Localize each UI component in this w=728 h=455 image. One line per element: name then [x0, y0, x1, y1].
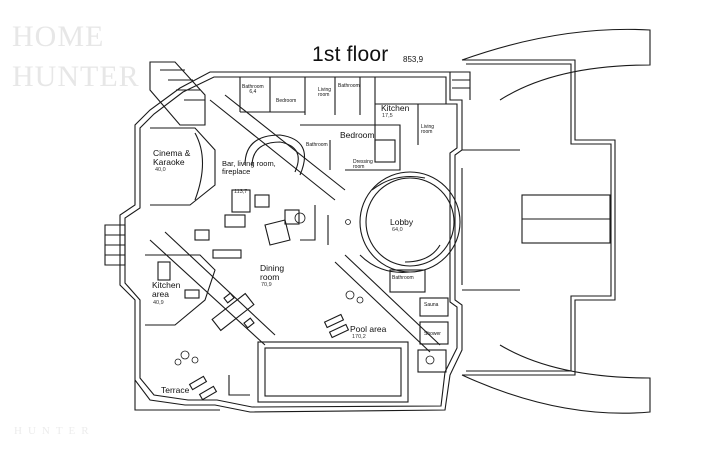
room-label-bathroom-top2: Bathroom: [338, 83, 360, 89]
room-label-bedroom-top: Bedroom: [276, 98, 297, 104]
balcony-bottom: [461, 344, 651, 414]
floor-title: 1st floor: [312, 43, 389, 66]
room-area-kitchen: 17,5: [382, 113, 393, 119]
room-label-living-right: Living room: [421, 124, 435, 135]
room-area-bar: 113,7: [234, 189, 248, 195]
room-area-cinema: 40,0: [155, 167, 166, 173]
room-label-bar: Bar, living room, fireplace: [222, 159, 276, 177]
inner-wall: [124, 76, 458, 408]
room-area-pool: 170,2: [352, 334, 366, 340]
room-label-lobby: Lobby: [390, 217, 414, 227]
right-wing-inner: [466, 63, 612, 372]
room-label-pool: Pool area: [350, 324, 387, 334]
dining-table: [211, 292, 255, 332]
room-label-dressing: Dressing room: [353, 159, 373, 170]
left-stair-2: [104, 224, 126, 266]
diag-wall-5: [344, 254, 441, 346]
room-label-kitchen-area: Kitchen area: [152, 280, 181, 300]
room-label-bathroom-low: Bathroom: [392, 275, 414, 281]
room-area-kitchen-area: 40,9: [153, 300, 164, 306]
diag-wall-1: [209, 99, 336, 201]
diag-wall-2: [224, 94, 346, 191]
outer-wall: [119, 71, 463, 413]
watermark-footer: HUNTER: [14, 425, 95, 437]
cinema-wall: [150, 127, 216, 206]
room-label-bathroom-top: Bathroom 6,4: [242, 84, 264, 95]
room-label-shower: Shower: [424, 331, 441, 337]
room-label-cinema: Cinema & Karaoke: [153, 148, 191, 168]
diag-wall-6: [334, 261, 431, 353]
left-stair: [149, 61, 206, 126]
spiral-stair: [244, 134, 305, 176]
room-label-terrace: Terrace: [161, 385, 190, 395]
floor-total-area: 853,9: [403, 55, 424, 64]
swimming-pool: [257, 341, 409, 403]
right-wing: [462, 59, 616, 376]
room-label-bathroom-mid: Bathroom: [306, 142, 328, 148]
room-label-bedroom: Bedroom: [340, 130, 375, 140]
room-area-dining: 70,9: [261, 282, 272, 288]
room-area-lobby: 64,0: [392, 227, 403, 233]
watermark-logo-line2: HUNTER: [12, 60, 140, 93]
diag-wall-4: [164, 231, 276, 336]
room-label-sauna: Sauna: [424, 302, 439, 308]
room-label-kitchen: Kitchen: [381, 103, 410, 113]
watermark-logo-line1: HOME: [12, 20, 105, 53]
room-label-living-top: Living room: [318, 87, 332, 98]
room-label-dining: Dining room: [260, 263, 285, 283]
kitchen-area-wall: [145, 254, 216, 326]
balcony-top: [461, 28, 651, 101]
